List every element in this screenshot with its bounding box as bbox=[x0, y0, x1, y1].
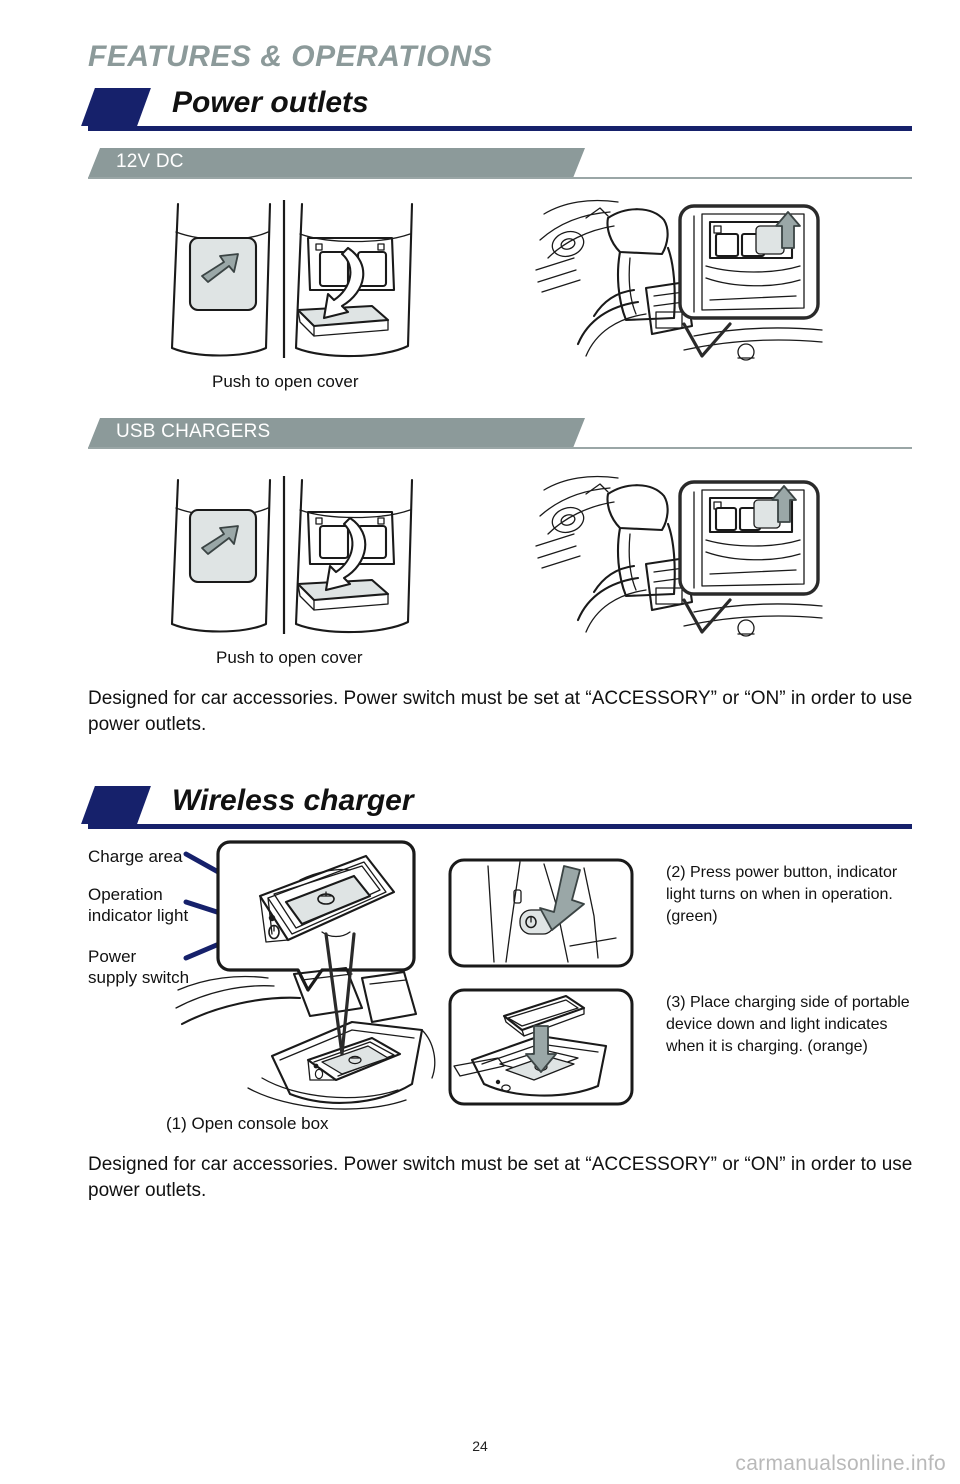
step-text-press-power-button: (2) Press power button, indicator light … bbox=[666, 864, 898, 925]
illustration-place-device bbox=[448, 988, 634, 1106]
illustration-12v-outlet-panels bbox=[166, 198, 426, 363]
paragraph-wireless-charger: Designed for car accessories. Power swit… bbox=[88, 1154, 913, 1201]
caption-open-console-box: (1) Open console box bbox=[166, 1114, 329, 1133]
illustration-charger-callout bbox=[216, 840, 416, 992]
label-charge-area: Charge area bbox=[88, 847, 183, 866]
label-operation-indicator-light: Operation indicator light bbox=[88, 885, 189, 925]
section-title-text: Power outlets bbox=[172, 86, 369, 119]
caption-usb-push-to-open: Push to open cover bbox=[216, 648, 363, 667]
illustration-usb-vehicle-interior bbox=[534, 472, 824, 637]
section-title-text: Wireless charger bbox=[172, 784, 414, 817]
running-head: FEATURES & OPERATIONS bbox=[88, 40, 493, 73]
title-flag-icon bbox=[81, 786, 151, 824]
illustration-press-power-button bbox=[448, 858, 634, 968]
band-rule bbox=[88, 447, 912, 449]
band-rule bbox=[88, 177, 912, 179]
band-shape bbox=[88, 148, 585, 178]
band-label: 12V DC bbox=[116, 151, 184, 172]
step-text-place-device: (3) Place charging side of portable devi… bbox=[666, 994, 910, 1055]
label-power-supply-switch: Power supply switch bbox=[88, 947, 190, 987]
band-label: USB CHARGERS bbox=[116, 421, 271, 442]
illustration-usb-outlet-panels bbox=[166, 474, 426, 639]
illustration-open-console-box bbox=[175, 932, 456, 1118]
page-number: 24 bbox=[472, 1438, 488, 1454]
title-rule bbox=[88, 126, 912, 131]
caption-12v-push-to-open: Push to open cover bbox=[212, 372, 359, 391]
paragraph-power-outlets: Designed for car accessories. Power swit… bbox=[88, 688, 913, 735]
band-shape bbox=[88, 418, 585, 448]
illustration-12v-vehicle-interior bbox=[534, 196, 824, 361]
title-flag-icon bbox=[81, 88, 151, 126]
title-rule bbox=[88, 824, 912, 829]
watermark: carmanualsonline.info bbox=[735, 1452, 946, 1475]
